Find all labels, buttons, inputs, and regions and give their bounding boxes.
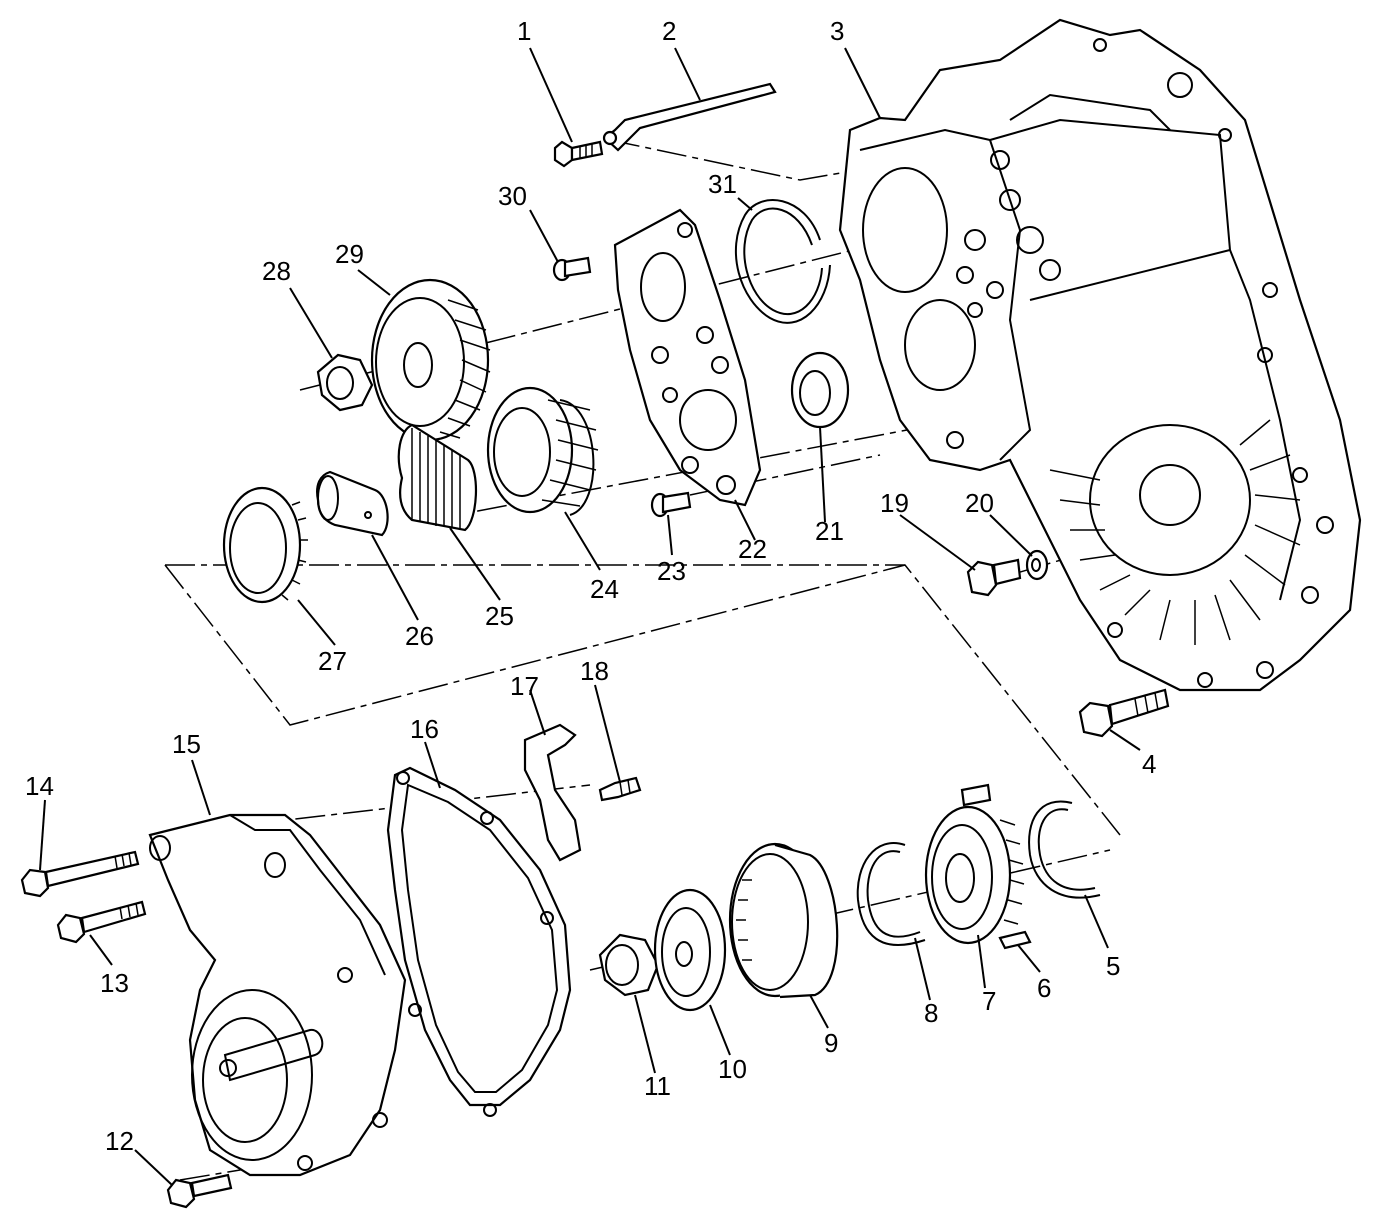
callout-16: 16: [410, 714, 439, 744]
plate-part-22: [613, 208, 762, 507]
callout-5: 5: [1106, 951, 1120, 981]
rear-cover-part-15: [148, 813, 407, 1177]
bolt-part-14: [20, 850, 140, 898]
washer-part-10: [653, 888, 727, 1012]
callout-3: 3: [830, 16, 844, 46]
callout-11: 11: [644, 1071, 671, 1101]
callout-6: 6: [1037, 973, 1051, 1003]
bracket-part-2: [602, 82, 777, 152]
nut-part-11: [598, 933, 660, 997]
leader-lines: [39, 47, 1141, 1186]
callout-8: 8: [924, 998, 938, 1028]
callout-4: 4: [1142, 749, 1156, 779]
snap-ring-part-5: [1028, 800, 1101, 899]
callout-9: 9: [824, 1028, 838, 1058]
snap-ring-part-31: [734, 199, 831, 324]
screw-part-30: [552, 256, 592, 282]
callout-19: 19: [880, 488, 909, 518]
callout-24: 24: [590, 574, 619, 604]
callout-21: 21: [815, 516, 844, 546]
shift-sleeve-part-9: [728, 842, 839, 999]
nut-part-28: [316, 353, 374, 412]
bolt-part-1: [553, 140, 604, 168]
callout-13: 13: [100, 968, 129, 998]
callout-31: 31: [708, 169, 737, 199]
synchro-ring-part-27: [222, 486, 308, 604]
callout-28: 28: [262, 256, 291, 286]
callout-15: 15: [172, 729, 201, 759]
callout-22: 22: [738, 534, 767, 564]
callout-2: 2: [662, 16, 676, 46]
seal-part-21: [790, 351, 850, 429]
callout-10: 10: [718, 1054, 747, 1084]
clip-part-17: [523, 723, 582, 862]
callout-labels: 1 2 3 4 5 6 7 8 9 10 11 12 13 14 15 16 1…: [25, 16, 1156, 1156]
transfer-case-housing: [838, 18, 1362, 692]
bolt-part-13: [56, 900, 147, 944]
clutch-hub-part-7: [924, 783, 1025, 945]
callout-18: 18: [580, 656, 609, 686]
callout-30: 30: [498, 181, 527, 211]
callout-29: 29: [335, 239, 364, 269]
callout-12: 12: [105, 1126, 134, 1156]
callout-7: 7: [982, 986, 996, 1016]
callout-14: 14: [25, 771, 54, 801]
gear-part-24: [486, 386, 599, 516]
callout-23: 23: [657, 556, 686, 586]
gasket-part-16: [386, 766, 572, 1117]
screw-part-18: [598, 776, 642, 802]
callout-27: 27: [318, 646, 347, 676]
bolt-part-4: [1078, 688, 1170, 738]
callout-20: 20: [965, 488, 994, 518]
bolt-part-19: [966, 558, 1022, 597]
screw-part-23: [650, 491, 692, 518]
callout-1: 1: [517, 16, 531, 46]
washer-part-20: [1025, 549, 1049, 581]
snap-ring-part-8: [856, 842, 926, 946]
bolt-part-12: [166, 1173, 233, 1209]
callout-26: 26: [405, 621, 434, 651]
sleeve-part-26: [316, 470, 389, 537]
callout-17: 17: [510, 671, 539, 701]
callout-25: 25: [485, 601, 514, 631]
needle-bearing-part-25: [397, 423, 477, 532]
key-part-6: [998, 930, 1032, 950]
helical-gear-part-29: [370, 278, 491, 442]
